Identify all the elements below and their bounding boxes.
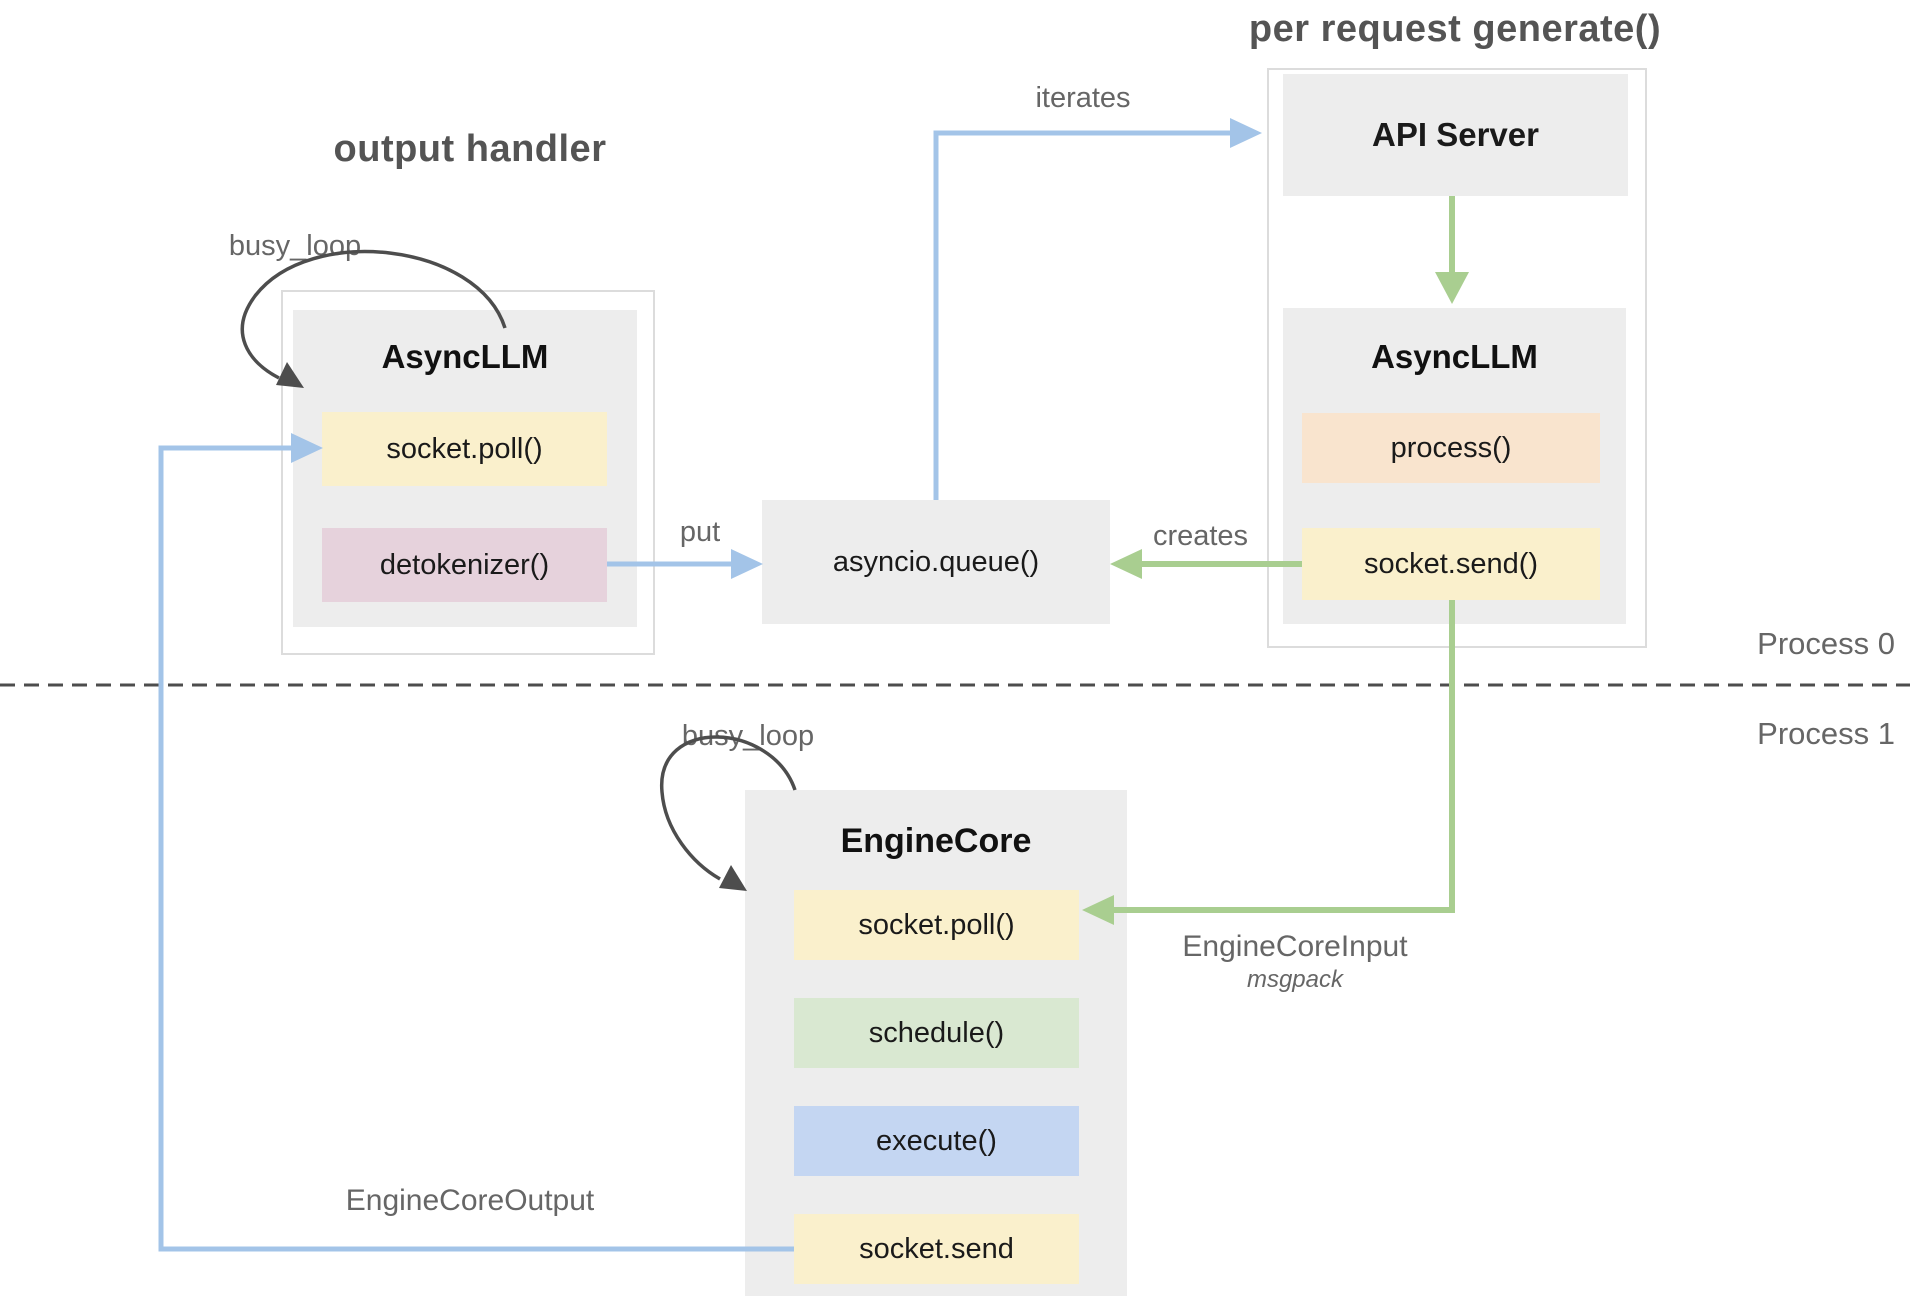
creates-label: creates [1152,520,1249,552]
engine-core-execute: execute() [794,1106,1079,1176]
engine-core-socket-poll: socket.poll() [794,890,1079,960]
put-arrowhead [731,549,763,579]
msgpack-label: msgpack [1246,966,1344,993]
per-request-generate-heading: per request generate() [1248,8,1662,50]
async-llm-right-socket-send: socket.send() [1302,528,1600,600]
api-server-box: API Server [1283,74,1628,196]
async-llm-right-title: AsyncLLM [1371,338,1538,375]
busy-loop-label-top: busy_loop [228,230,362,262]
iterates-arrowhead [1230,118,1262,148]
async-llm-left-socket-poll: socket.poll() [322,412,607,486]
busy-loop-arc-bottom-arrowhead [719,865,747,891]
iterates-label: iterates [1035,82,1131,114]
engine-core-output-label: EngineCoreOutput [345,1184,595,1217]
process-0-label: Process 0 [1757,626,1895,661]
asyncio-queue-box: asyncio.queue() [762,500,1110,624]
busy-loop-label-bottom: busy_loop [681,720,815,752]
iterates-arrow-line [933,130,1231,500]
async-llm-right-process: process() [1302,413,1600,483]
creates-arrowhead [1110,549,1142,579]
engine-core-schedule: schedule() [794,998,1079,1068]
async-llm-left-title: AsyncLLM [381,338,549,375]
engine-core-title: EngineCore [840,822,1032,860]
process-1-label: Process 1 [1757,716,1895,751]
put-label: put [679,516,721,548]
engine-core-input-label: EngineCoreInput [1182,930,1408,963]
engine-core-socket-send: socket.send [794,1214,1079,1284]
output-handler-heading: output handler [333,128,607,170]
async-llm-left-detokenizer: detokenizer() [322,528,607,602]
